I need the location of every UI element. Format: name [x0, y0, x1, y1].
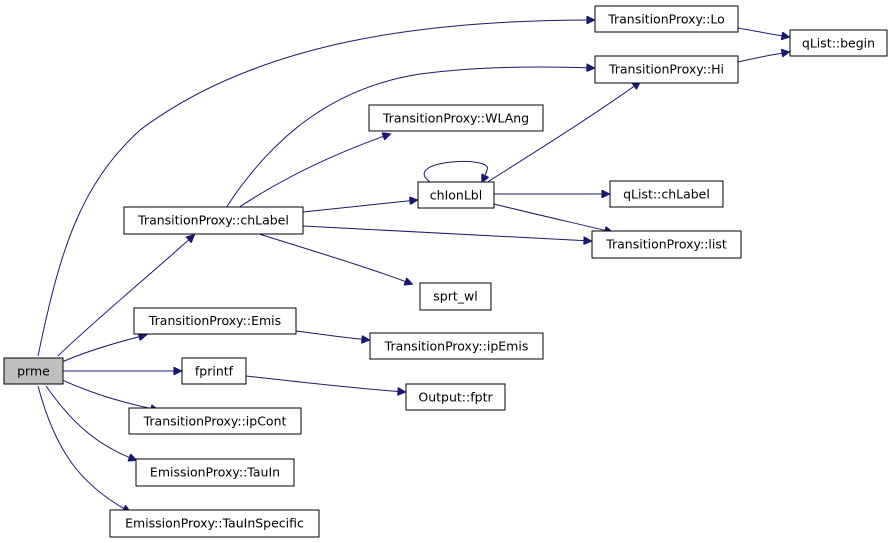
node-list[interactable]: TransitionProxy::list — [591, 230, 742, 259]
node-label: TransitionProxy::WLAng — [382, 111, 529, 126]
node-label: qList::chLabel — [623, 187, 710, 202]
edge-emis-ipemis — [295, 330, 369, 340]
edge-prme-chlabel — [57, 235, 194, 357]
node-sprtwl[interactable]: sprt_wl — [419, 282, 492, 311]
node-label: fprintf — [195, 364, 234, 379]
node-label: TransitionProxy::chLabel — [137, 213, 289, 228]
node-begin[interactable]: qList::begin — [789, 29, 888, 57]
node-ipemis[interactable]: TransitionProxy::ipEmis — [369, 332, 544, 360]
node-label: Output::fptr — [418, 390, 493, 405]
edge-prme-ipcont — [61, 379, 158, 410]
edge-prme-emis — [61, 335, 146, 363]
node-fptr[interactable]: Output::fptr — [405, 383, 506, 411]
node-tauinspecific[interactable]: EmissionProxy::TauInSpecific — [109, 509, 320, 538]
edge-chionlbl-hi — [485, 82, 640, 184]
node-chionlbl[interactable]: chIonLbl — [417, 181, 495, 209]
node-label: TransitionProxy::Emis — [148, 313, 281, 328]
node-label: chIonLbl — [430, 188, 482, 203]
edge-chlabel-list — [302, 225, 591, 241]
node-chlabel[interactable]: TransitionProxy::chLabel — [123, 206, 304, 235]
node-label: EmissionProxy::TauInSpecific — [125, 516, 304, 531]
node-label: qList::begin — [802, 36, 875, 51]
edge-fprintf-fptr — [245, 375, 405, 392]
node-label: TransitionProxy::ipCont — [143, 414, 287, 429]
node-label: TransitionProxy::list — [605, 237, 727, 252]
node-label: TransitionProxy::Lo — [607, 12, 725, 27]
node-ipcont[interactable]: TransitionProxy::ipCont — [128, 407, 302, 435]
node-prme[interactable]: prme — [3, 357, 64, 385]
edge-prme-tauin — [45, 385, 136, 460]
node-label: TransitionProxy::Hi — [608, 62, 724, 77]
node-label: prme — [17, 364, 50, 379]
node-label: sprt_wl — [433, 289, 477, 304]
node-lo[interactable]: TransitionProxy::Lo — [594, 5, 739, 33]
node-label: TransitionProxy::ipEmis — [384, 339, 529, 354]
node-hi[interactable]: TransitionProxy::Hi — [594, 55, 739, 84]
edges — [37, 20, 789, 512]
edge-chionlbl-list — [493, 203, 612, 232]
edge-chlabel-sprtwl — [255, 232, 412, 284]
node-qchlabel[interactable]: qList::chLabel — [609, 180, 724, 208]
edge-chlabel-chionlbl — [302, 200, 417, 213]
node-label: EmissionProxy::TauIn — [150, 465, 280, 480]
edge-hi-begin — [737, 52, 789, 63]
edge-prme-lo — [37, 20, 594, 357]
node-tauin[interactable]: EmissionProxy::TauIn — [135, 458, 295, 487]
node-wlang[interactable]: TransitionProxy::WLAng — [368, 104, 544, 132]
edge-prme-tauinspecific — [37, 385, 130, 512]
node-fprintf[interactable]: fprintf — [181, 357, 247, 385]
edge-lo-begin — [737, 27, 789, 37]
edge-chlabel-hi — [225, 67, 594, 209]
node-emis[interactable]: TransitionProxy::Emis — [133, 307, 297, 335]
edge-chionlbl-self — [423, 160, 487, 182]
edge-chlabel-wlang — [237, 134, 390, 209]
